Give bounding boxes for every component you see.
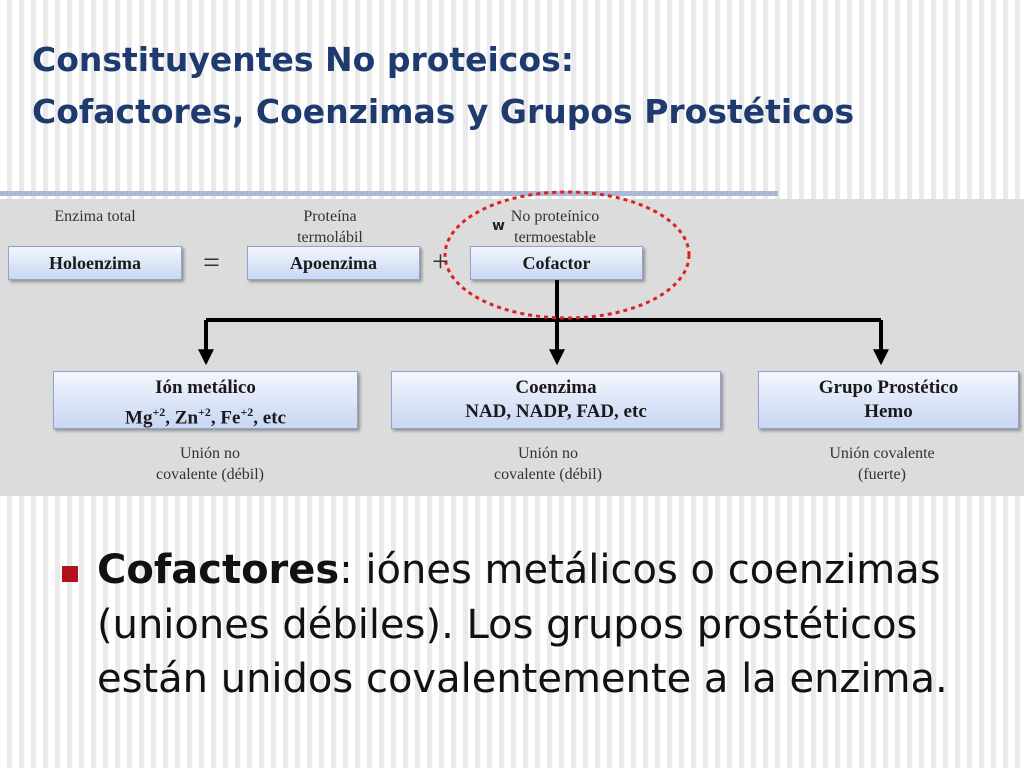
stray-mark: w [492,218,505,234]
bullet-text: Cofactores: iónes metálicos o coenzimas … [97,543,1002,707]
title-line-2: Cofactores, Coenzimas y Grupos Prostétic… [32,92,855,131]
title-divider [0,191,778,196]
node-ion-metalico: Ión metálico Mg+2, Zn+2, Fe+2, etc [53,371,358,429]
bullet-square [62,566,78,582]
bullet-description: : iónes metálicos o coenzimas (uniones d… [97,547,948,702]
grupo-prostetico-title: Grupo Prostético [818,377,959,398]
plus-sign: + [432,245,449,278]
equals-sign: = [203,246,220,279]
node-coenzima: Coenzima NAD, NADP, FAD, etc [391,371,721,429]
ion-metalico-title: Ión metálico [155,377,256,398]
node-cofactor: Cofactor [470,246,643,280]
bullet-term: Cofactores [97,547,340,593]
coenzima-examples: NAD, NADP, FAD, etc [465,401,647,422]
caption-coenzima: Unión no covalente (débil) [494,445,602,483]
caption-apoenzima: Proteína termolábil [297,208,363,246]
node-apoenzima: Apoenzima [247,246,420,280]
caption-cofactor: No proteínico termoestable [510,208,600,246]
coenzima-title: Coenzima [515,377,597,398]
slide-title: Constituyentes No proteicos: Cofactores,… [32,34,854,138]
title-line-1: Constituyentes No proteicos: [32,40,574,79]
caption-ion-metalico: Unión no covalente (débil) [156,445,264,483]
caption-grupo-prostetico: Unión covalente (fuerte) [829,445,935,483]
grupo-prostetico-examples: Hemo [864,401,913,422]
cofactor-highlight-ellipse [443,190,691,320]
node-holoenzima: Holoenzima [8,246,182,280]
ion-metalico-examples: Mg+2, Zn+2, Fe+2, etc [125,405,286,429]
caption-enzima-total: Enzima total [54,208,136,225]
node-grupo-prostetico: Grupo Prostético Hemo [758,371,1019,429]
